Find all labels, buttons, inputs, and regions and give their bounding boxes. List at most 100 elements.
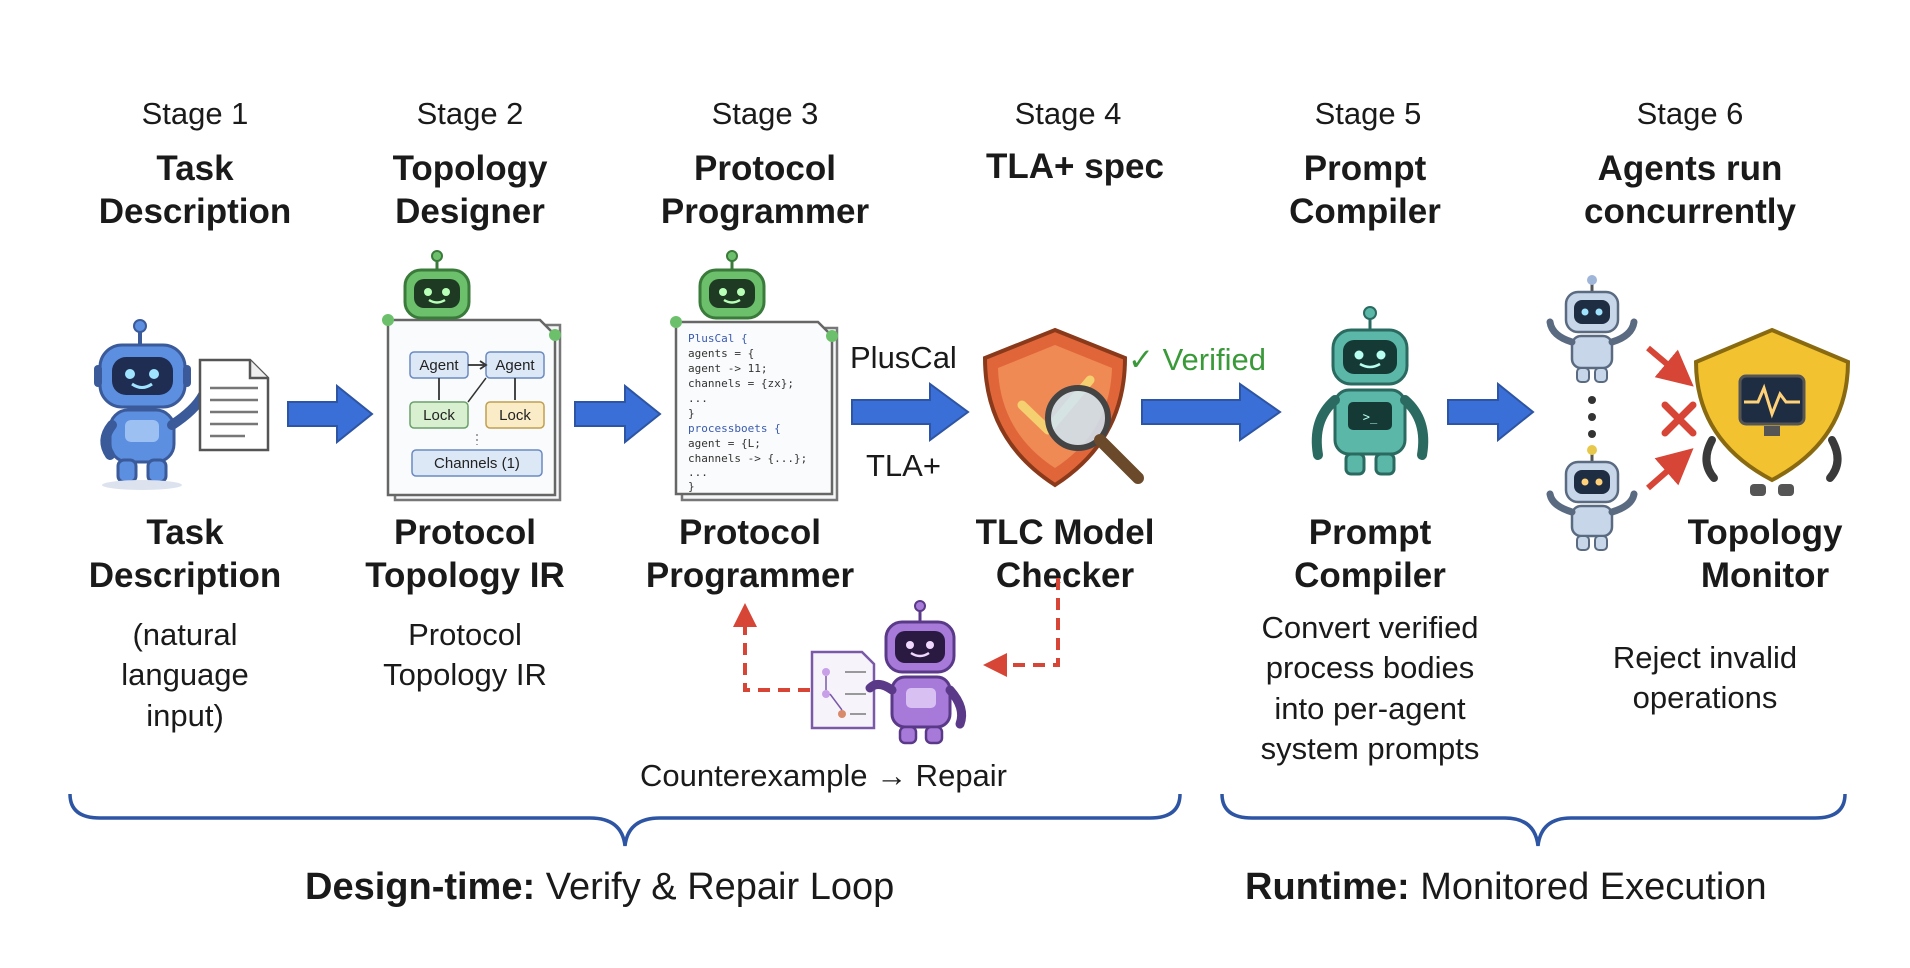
prompt-compiler-label: Prompt Compiler xyxy=(1235,512,1505,597)
tla-arrow-label: TLA+ xyxy=(866,448,941,483)
task-description-desc: (natural language input) xyxy=(85,615,285,736)
code-line: channels = {zx}; xyxy=(688,377,794,390)
stage-1-title-line1: Task xyxy=(156,149,234,188)
desc-line: into per-agent xyxy=(1274,690,1466,726)
stage-2-robot-icon xyxy=(403,250,471,320)
stage-6-title-line1: Agents run xyxy=(1597,149,1783,188)
task-document-icon xyxy=(198,358,270,452)
tlc-model-checker-label-line1: TLC Model xyxy=(975,513,1155,552)
desc-line: input) xyxy=(146,697,224,733)
ir-lock-a-text: Lock xyxy=(423,407,455,424)
protocol-topology-ir-label-line2: Topology IR xyxy=(365,555,565,595)
magnifier-icon xyxy=(1045,385,1144,484)
task-description-label-line1: Task xyxy=(146,513,224,552)
desc-line: operations xyxy=(1632,680,1778,716)
flow-arrow-5 xyxy=(1447,381,1535,443)
design-time-rest: Verify & Repair Loop xyxy=(545,866,895,908)
pluscal-arrow-label: PlusCal xyxy=(850,340,957,375)
stage-2-label: Stage 2 xyxy=(416,96,524,131)
stage-4-title: TLA+ spec xyxy=(986,147,1164,186)
desc-line: Reject invalid xyxy=(1612,640,1798,675)
protocol-programmer-label-line1: Protocol xyxy=(679,513,821,552)
code-line: channels -> {...}; xyxy=(688,452,807,465)
task-description-label: Task Description xyxy=(55,512,315,597)
topology-ir-document-icon: Agent Agent Lock Lock Channels (1) xyxy=(382,314,562,502)
concurrent-agent-robot-icon xyxy=(1546,445,1638,551)
stage-1-title-line2: Description xyxy=(98,191,292,231)
protocol-topology-ir-desc: Protocol Topology IR xyxy=(360,615,570,696)
topology-monitor-desc: Reject invalid operations xyxy=(1565,638,1845,719)
code-line: agents = { xyxy=(688,347,754,360)
code-line: } xyxy=(688,407,695,420)
flow-arrow-1 xyxy=(287,383,374,445)
runtime-caption: Runtime: Monitored Execution xyxy=(1245,866,1767,909)
desc-line: Convert verified xyxy=(1261,610,1479,645)
code-line: agent -> 11; xyxy=(688,362,767,375)
stage-6-label: Stage 6 xyxy=(1636,96,1744,131)
reject-arrows-icon xyxy=(1646,345,1694,491)
prompt-compiler-label-line1: Prompt xyxy=(1308,513,1432,552)
stage-5-title: Prompt Compiler xyxy=(1230,148,1500,233)
stage-5-title-line2: Compiler xyxy=(1289,191,1441,231)
stage-6-title-line2: concurrently xyxy=(1584,191,1796,231)
prompt-compiler-label-line2: Compiler xyxy=(1294,555,1446,595)
topology-monitor-label-line2: Monitor xyxy=(1700,555,1830,595)
flow-arrow-2 xyxy=(574,383,662,445)
stage-3-title-line2: Programmer xyxy=(660,191,870,231)
flow-arrow-3 xyxy=(851,382,970,442)
protocol-programmer-label-line2: Programmer xyxy=(645,555,855,595)
flow-arrow-4 xyxy=(1141,382,1282,442)
topology-monitor-label: Topology Monitor xyxy=(1640,512,1890,597)
monitor-shield-icon xyxy=(1693,327,1851,496)
stage-3-robot-icon xyxy=(698,250,766,320)
verified-label: ✓ Verified xyxy=(1128,342,1266,377)
protocol-topology-ir-label: Protocol Topology IR xyxy=(335,512,595,597)
tlc-shield-icon xyxy=(982,327,1128,488)
tlc-model-checker-label: TLC Model Checker xyxy=(930,512,1200,597)
prompt-compiler-desc: Convert verified process bodies into per… xyxy=(1220,608,1520,769)
stage-3-title: Protocol Programmer xyxy=(615,148,915,233)
repair-robot-icon xyxy=(810,600,967,745)
stage-5-title-line1: Prompt xyxy=(1303,149,1427,188)
stage-6-title: Agents run concurrently xyxy=(1540,148,1840,233)
code-line: processboets { xyxy=(688,422,781,435)
design-time-caption: Design-time: Verify & Repair Loop xyxy=(305,866,894,909)
ir-agent-a-text: Agent xyxy=(419,357,459,374)
code-line: } xyxy=(688,480,695,493)
ir-agent-b-text: Agent xyxy=(495,357,535,374)
stage-2-title-line1: Topology xyxy=(392,149,548,188)
stage-3-label: Stage 3 xyxy=(711,96,819,131)
stage-2-title: Topology Designer xyxy=(335,148,605,233)
ir-lock-b-text: Lock xyxy=(499,407,531,424)
desc-line: language xyxy=(121,657,249,693)
stage-5-robot-icon: >_ xyxy=(1311,306,1429,476)
stage-2-title-line2: Designer xyxy=(395,191,545,231)
code-line: PlusCal { xyxy=(688,332,748,345)
runtime-rest: Monitored Execution xyxy=(1420,866,1767,908)
code-line: agent = {L; xyxy=(688,437,761,450)
stage-1-label: Stage 1 xyxy=(141,96,249,131)
tlc-model-checker-label-line2: Checker xyxy=(995,555,1135,595)
svg-text:>_: >_ xyxy=(1363,410,1378,424)
stage-1-robot-icon xyxy=(94,319,208,490)
concurrent-agent-robot-icon xyxy=(1546,275,1638,383)
counterexample-repair-label: Counterexample → Repair xyxy=(640,758,1008,793)
task-description-label-line2: Description xyxy=(88,555,282,595)
stage-5-label: Stage 5 xyxy=(1314,96,1422,131)
desc-line: (natural xyxy=(132,617,238,652)
desc-line: Protocol xyxy=(408,617,522,652)
ir-channels-text: Channels (1) xyxy=(434,455,520,472)
design-time-bold: Design-time: xyxy=(305,866,536,908)
protocol-programmer-label: Protocol Programmer xyxy=(600,512,900,597)
code-line: ... xyxy=(688,466,708,479)
desc-line: system prompts xyxy=(1260,730,1480,766)
runtime-brace xyxy=(1220,793,1847,847)
topology-monitor-label-line1: Topology xyxy=(1687,513,1843,552)
runtime-bold: Runtime: xyxy=(1245,866,1410,908)
protocol-topology-ir-label-line1: Protocol xyxy=(394,513,536,552)
design-time-brace xyxy=(68,793,1182,847)
pluscal-code-document-icon: PlusCal { agents = { agent -> 11; channe… xyxy=(670,316,839,502)
desc-line: Topology IR xyxy=(383,657,547,693)
desc-line: process bodies xyxy=(1265,650,1475,686)
stage-3-title-line1: Protocol xyxy=(694,149,836,188)
